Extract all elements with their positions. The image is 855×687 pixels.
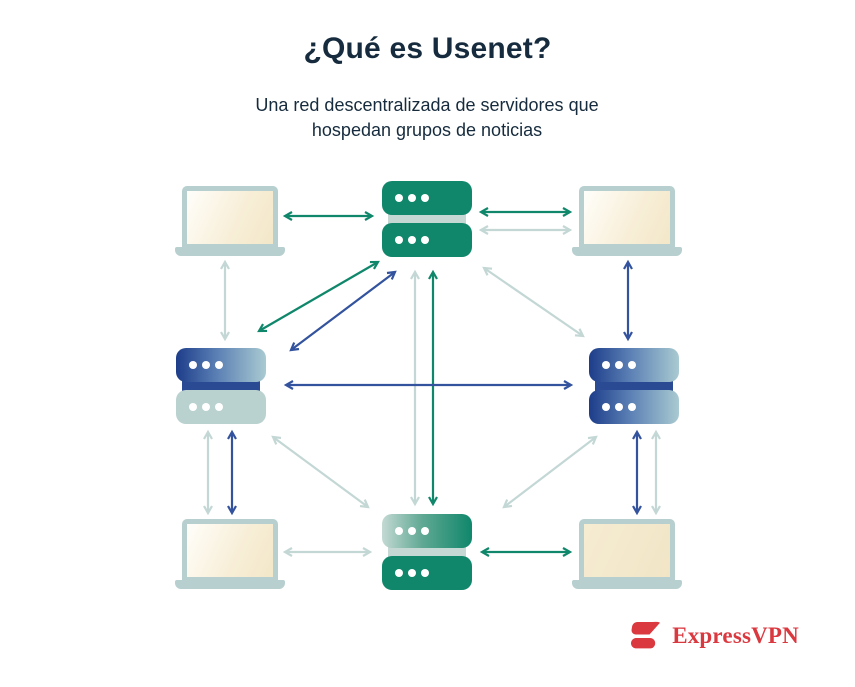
laptop-screen bbox=[182, 186, 278, 247]
laptop-screen bbox=[579, 186, 675, 247]
laptop-screen bbox=[579, 519, 675, 580]
server-unit bbox=[176, 348, 266, 382]
expressvpn-logo: ExpressVPN bbox=[629, 618, 799, 654]
edge-server-left--server-top bbox=[257, 260, 380, 333]
server-top bbox=[382, 181, 472, 257]
laptop-display bbox=[584, 191, 670, 244]
server-unit bbox=[589, 390, 679, 424]
server-divider bbox=[388, 545, 466, 558]
server-unit bbox=[176, 390, 266, 424]
laptop-screen bbox=[182, 519, 278, 580]
laptop-top-right bbox=[572, 186, 682, 256]
laptop-bottom-right bbox=[572, 519, 682, 589]
server-unit bbox=[382, 556, 472, 590]
expressvpn-wordmark: ExpressVPN bbox=[672, 623, 799, 648]
server-unit bbox=[382, 223, 472, 257]
laptop-display bbox=[187, 191, 273, 244]
server-unit bbox=[589, 348, 679, 382]
edge-server-top--server-right bbox=[482, 266, 585, 338]
expressvpn-mark-icon bbox=[631, 621, 661, 649]
server-divider bbox=[595, 379, 673, 392]
server-bottom bbox=[382, 514, 472, 590]
edge-server-left--server-top bbox=[289, 270, 397, 352]
server-unit bbox=[382, 514, 472, 548]
edge-server-left--server-bottom bbox=[271, 435, 370, 509]
server-divider bbox=[388, 212, 466, 225]
page-title: ¿Qué es Usenet? bbox=[303, 32, 552, 65]
server-divider bbox=[182, 379, 260, 392]
laptop-base bbox=[572, 580, 682, 589]
laptop-base bbox=[175, 247, 285, 256]
laptop-top-left bbox=[175, 186, 285, 256]
laptop-base bbox=[175, 580, 285, 589]
server-left bbox=[176, 348, 266, 424]
server-unit bbox=[382, 181, 472, 215]
server-right bbox=[589, 348, 679, 424]
laptop-display bbox=[584, 524, 670, 577]
page-subtitle: Una red descentralizada de servidores qu… bbox=[255, 95, 599, 140]
laptop-base bbox=[572, 247, 682, 256]
laptop-bottom-left bbox=[175, 519, 285, 589]
edge-server-right--server-bottom bbox=[502, 435, 598, 509]
laptop-display bbox=[187, 524, 273, 577]
